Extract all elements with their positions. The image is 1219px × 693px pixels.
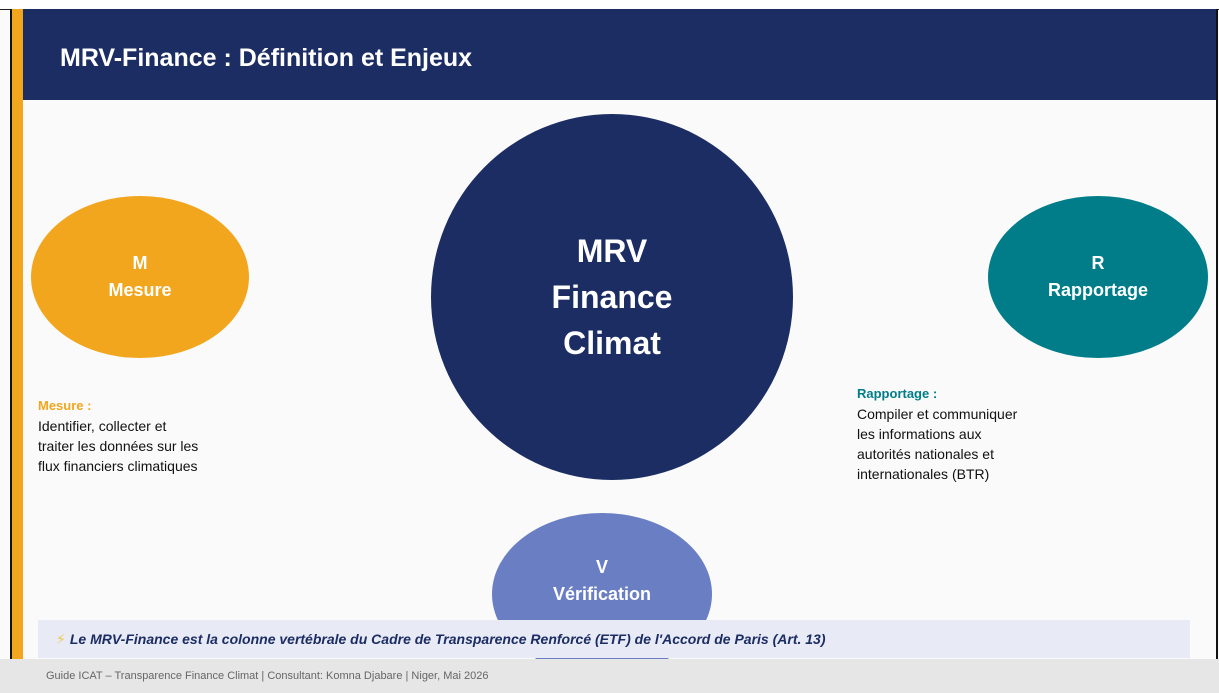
mesure-description: Mesure : Identifier, collecter et traite… bbox=[38, 396, 238, 476]
center-line-1: MRV bbox=[576, 233, 648, 269]
circle-verification-label: Vérification bbox=[552, 584, 652, 604]
center-circle: MRV Finance Climat bbox=[431, 114, 793, 480]
circle-rapportage: R Rapportage bbox=[988, 196, 1208, 358]
mesure-heading: Mesure : bbox=[38, 398, 92, 413]
note-box bbox=[38, 620, 1190, 658]
rapportage-line: internationales (BTR) bbox=[857, 466, 990, 482]
circle-mesure: M Mesure bbox=[31, 196, 249, 358]
rapportage-line: autorités nationales et bbox=[857, 446, 994, 462]
rapportage-description: Rapportage : Compiler et communiquer les… bbox=[857, 384, 1057, 484]
note-text: Le MRV-Finance est la colonne vertébrale… bbox=[69, 631, 826, 647]
center-line-3: Climat bbox=[563, 325, 661, 361]
circle-mesure-label: Mesure bbox=[108, 280, 172, 300]
rapportage-line: Compiler et communiquer bbox=[857, 406, 1018, 422]
center-line-2: Finance bbox=[551, 279, 673, 315]
note: ⚡Le MRV-Finance est la colonne vertébral… bbox=[56, 631, 826, 648]
circle-rapportage-letter: R bbox=[1091, 253, 1105, 273]
mesure-line: traiter les données sur les bbox=[38, 438, 199, 454]
mesure-line: Identifier, collecter et bbox=[38, 418, 167, 434]
header-bar bbox=[23, 9, 1216, 100]
circle-verification-letter: V bbox=[595, 557, 608, 577]
mesure-line: flux financiers climatiques bbox=[38, 458, 198, 474]
lightning-icon: ⚡ bbox=[56, 631, 66, 647]
circle-mesure-letter: M bbox=[132, 253, 148, 273]
footer-bar bbox=[0, 659, 1219, 693]
footer-text: Guide ICAT – Transparence Finance Climat… bbox=[46, 670, 489, 682]
rapportage-line: les informations aux bbox=[857, 426, 982, 442]
rapportage-heading: Rapportage : bbox=[857, 386, 938, 401]
circle-rapportage-label: Rapportage bbox=[1047, 280, 1148, 300]
right-border bbox=[1216, 9, 1218, 659]
left-border bbox=[10, 9, 12, 659]
slide-title: MRV-Finance : Définition et Enjeux bbox=[60, 44, 473, 72]
accent-bar bbox=[12, 9, 23, 659]
